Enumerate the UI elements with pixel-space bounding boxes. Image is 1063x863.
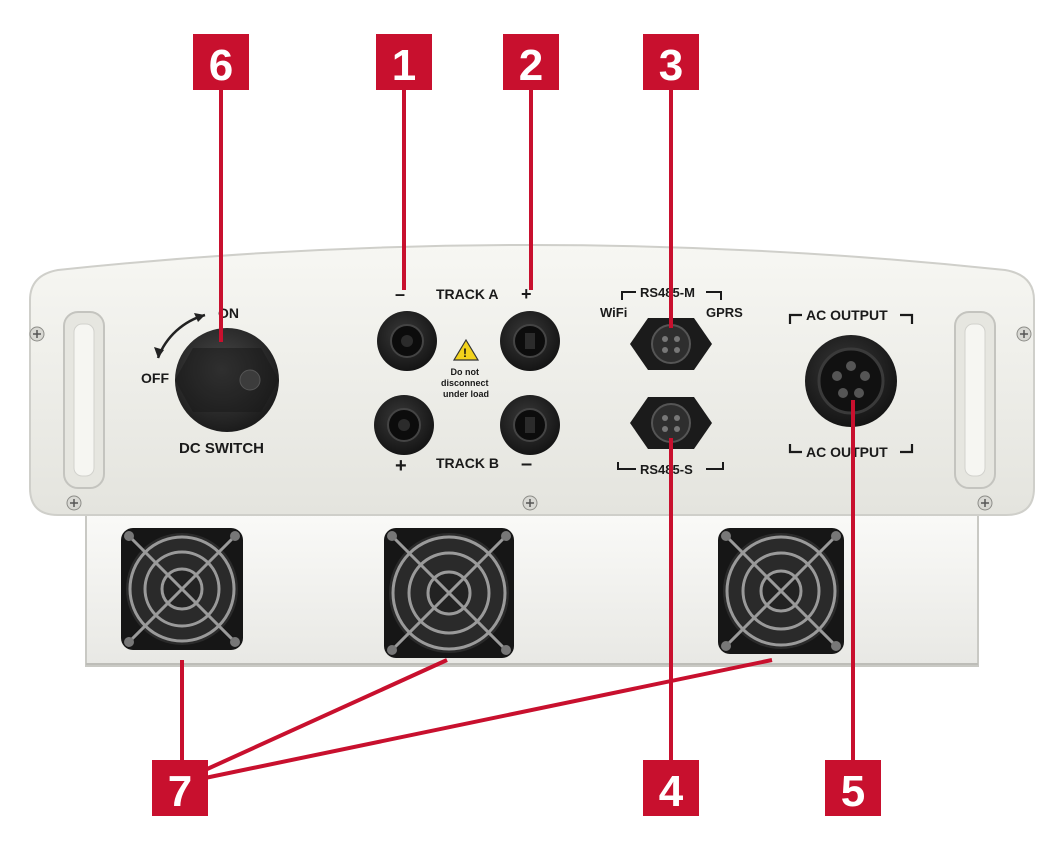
callout-3: 3 <box>643 34 699 90</box>
rs485-s-label: RS485-S <box>640 462 693 477</box>
callout-1: 1 <box>376 34 432 90</box>
dc-switch[interactable] <box>154 313 279 432</box>
switch-off-label: OFF <box>141 370 169 386</box>
callout-5: 5 <box>825 760 881 816</box>
track-a-minus-connector[interactable] <box>377 311 437 371</box>
track-a-label: TRACK A <box>436 286 498 302</box>
fan-left <box>121 528 243 650</box>
callout-number: 4 <box>659 767 684 816</box>
inverter-body <box>29 244 1035 516</box>
callout-number: 7 <box>168 767 192 816</box>
callout-number: 3 <box>659 41 683 90</box>
leader-line-7c <box>204 658 773 780</box>
wifi-label: WiFi <box>600 305 627 320</box>
switch-on-label: ON <box>218 305 239 321</box>
rs485-s-port[interactable] <box>630 397 712 449</box>
rs485-m-port[interactable] <box>630 318 712 370</box>
ac-output-bottom-bracket <box>788 444 914 454</box>
track-a-minus-sign: – <box>395 284 405 304</box>
rs485-s-bracket <box>617 462 724 470</box>
callout-number: 2 <box>519 41 543 90</box>
warning-line: Do not <box>450 367 479 377</box>
ac-output-top-label: AC OUTPUT <box>806 307 888 323</box>
callout-number: 6 <box>209 41 233 90</box>
callout-2: 2 <box>503 34 559 90</box>
gprs-label: GPRS <box>706 305 743 320</box>
callout-7: 7 <box>152 760 208 816</box>
callout-number: 1 <box>392 41 416 90</box>
svg-text:!: ! <box>463 346 467 360</box>
warning-line: disconnect <box>441 378 489 388</box>
track-a-plus-sign: + <box>521 284 532 304</box>
track-b-plus-connector[interactable] <box>374 395 434 455</box>
ac-output-top-bracket <box>788 313 914 324</box>
screw-icon <box>29 326 1032 511</box>
rotation-arrow-icon <box>154 313 206 359</box>
warning-line: under load <box>443 389 489 399</box>
dc-switch-label: DC SWITCH <box>179 440 264 457</box>
rs485-m-label: RS485-M <box>640 285 695 300</box>
track-a-plus-connector[interactable] <box>500 311 560 371</box>
left-handle[interactable] <box>63 311 105 489</box>
right-handle[interactable] <box>954 311 996 489</box>
track-b-label: TRACK B <box>436 455 499 471</box>
warning-triangle-icon: ! <box>452 338 480 361</box>
ac-output-connector[interactable] <box>805 335 897 427</box>
fan-center <box>384 528 514 658</box>
rs485-m-bracket <box>621 291 722 300</box>
fan-right <box>718 528 844 654</box>
warning-text: Do not disconnect under load <box>441 367 491 399</box>
callout-6: 6 <box>193 34 249 90</box>
track-b-plus-sign: + <box>395 455 407 477</box>
track-b-minus-sign: – <box>521 453 532 475</box>
track-b-minus-connector[interactable] <box>500 395 560 455</box>
callout-4: 4 <box>643 760 699 816</box>
callout-number: 5 <box>841 767 865 816</box>
leader-lines <box>180 85 855 780</box>
ac-output-bottom-label: AC OUTPUT <box>806 444 888 460</box>
leader-line-7b <box>204 658 448 772</box>
